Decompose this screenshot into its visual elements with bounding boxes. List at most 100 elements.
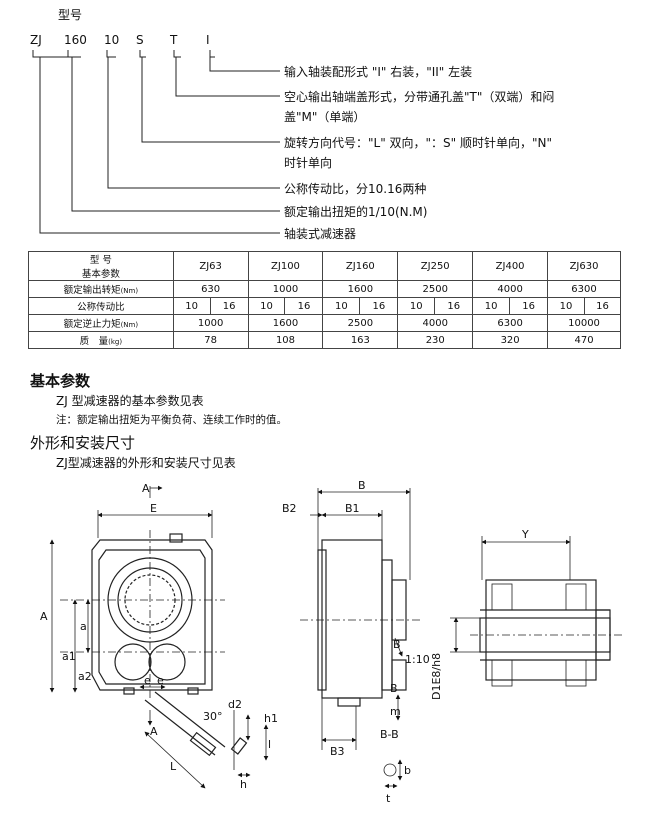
table-cell: 1600	[322, 280, 399, 298]
label-b-section: B	[393, 638, 401, 651]
table-cell: 10	[472, 297, 511, 315]
label-e-right: e	[157, 674, 164, 687]
parameter-table: 型 号 基本参数 ZJ63 ZJ100 ZJ160 ZJ250 ZJ400 ZJ…	[28, 251, 622, 349]
table-cell: 6300	[547, 280, 621, 298]
label-a-height: A	[40, 610, 48, 623]
label-m: m	[390, 705, 401, 718]
section-dimensions-text: ZJ型减速器的外形和安装尺寸见表	[56, 456, 236, 470]
code-part-series: ZJ	[30, 33, 42, 47]
code-desc-ratio: 公称传动比，分10.16两种	[284, 182, 427, 196]
label-b-vertical: B	[390, 682, 398, 695]
code-part-torque: 160	[64, 33, 87, 47]
label-b3: B3	[330, 745, 345, 758]
table-cell: 470	[547, 331, 621, 349]
section-basic-params-text: ZJ 型减速器的基本参数见表	[56, 394, 204, 408]
table-cell: 10	[547, 297, 585, 315]
code-part-input: I	[206, 33, 210, 47]
table-cell: 1000	[247, 280, 324, 298]
table-cell: 2500	[322, 314, 399, 332]
table-cell: 1600	[247, 314, 324, 332]
code-desc-rotation: 旋转方向代号："L" 双向，"：S" 顺时针单向，"N"	[284, 136, 553, 150]
front-view-dimensions	[49, 485, 269, 789]
table-cell: 10	[322, 297, 361, 315]
label-angle: 30°	[203, 710, 223, 723]
table-header-row: 型 号 基本参数 ZJ63 ZJ100 ZJ160 ZJ250 ZJ400 ZJ…	[28, 251, 621, 281]
table-cell: 4000	[472, 280, 549, 298]
table-cell: 10	[172, 297, 211, 315]
row-label: 公称传动比	[28, 297, 174, 315]
row-label: 质 量(kg)	[28, 331, 174, 349]
label-d1: D1E8/h8	[430, 653, 443, 700]
section-view-dimensions	[450, 536, 571, 653]
model-cell: ZJ100	[247, 251, 324, 281]
label-h: h	[240, 778, 247, 791]
code-desc-series: 轴装式减速器	[284, 227, 357, 241]
label-a-arrow: A	[142, 482, 150, 495]
label-l-small: l	[268, 738, 271, 751]
table-cell: 1000	[172, 314, 249, 332]
section-dimensions-title: 外形和安装尺寸	[30, 434, 136, 452]
model-cell: ZJ400	[472, 251, 549, 281]
code-leader-lines	[32, 50, 280, 234]
label-b-b: B-B	[380, 728, 399, 741]
front-view-labels: A E A a a1 a2 e e A L 30° d2 h1 l h	[40, 482, 278, 791]
dimension-drawings: A E A a a1 a2 e e A L 30° d2 h1 l h	[40, 479, 625, 805]
table-row-mass: 质 量(kg) 78 108 163 230 320 470	[28, 331, 621, 349]
label-d2: d2	[228, 698, 242, 711]
table-cell: 163	[322, 331, 399, 349]
label-a-small: a	[80, 620, 87, 633]
row-label-text: 质 量	[79, 336, 109, 347]
header-corner-cell: 型 号 基本参数	[28, 251, 174, 281]
table-cell: 10000	[547, 314, 621, 332]
model-code-title: 型号	[58, 8, 83, 22]
table-cell: 2500	[397, 280, 474, 298]
code-desc-cover-type-cont: 盖"M"（单端）	[284, 110, 366, 124]
model-cell: ZJ63	[172, 251, 249, 281]
table-cell: 16	[583, 297, 622, 315]
table-row-backstop: 额定逆止力矩(Nm) 1000 1600 2500 4000 6300 1000…	[28, 314, 621, 332]
table-cell: 16	[509, 297, 549, 315]
code-part-rotation: S	[136, 33, 144, 47]
label-b-small: b	[404, 764, 411, 777]
table-cell: 78	[172, 331, 249, 349]
table-cell: 16	[284, 297, 324, 315]
section-basic-params-title: 基本参数	[30, 372, 91, 390]
model-cell: ZJ160	[322, 251, 399, 281]
row-label: 额定输出转矩(Nm)	[28, 280, 174, 298]
section-view	[470, 579, 625, 687]
section-view-labels: Y D1E8/h8	[430, 528, 529, 700]
label-taper: 1:10	[405, 653, 430, 666]
row-label-text: 额定逆止力矩	[63, 319, 121, 330]
model-cell: ZJ630	[547, 251, 621, 281]
row-unit: (Nm)	[120, 321, 139, 329]
header-model-label: 型 号	[89, 255, 112, 266]
table-cell: 320	[472, 331, 549, 349]
row-unit: (kg)	[108, 338, 123, 346]
code-desc-input-shaft: 输入轴装配形式 "I" 右装，"II" 左装	[284, 65, 473, 79]
label-b: B	[358, 479, 366, 492]
table-row-ratio: 公称传动比 10 16 10 16 10 16 10 16 10 16 10 1…	[28, 297, 622, 315]
side-view-dimensions	[310, 488, 411, 789]
table-row-torque: 额定输出转矩(Nm) 630 1000 1600 2500 4000 6300	[28, 280, 621, 298]
code-desc-torque: 额定输出扭矩的1/10(N.M)	[284, 205, 428, 219]
label-e: E	[150, 502, 157, 515]
table-cell: 10	[247, 297, 286, 315]
row-unit: (Nm)	[120, 287, 139, 295]
label-t: t	[386, 792, 391, 805]
row-label: 额定逆止力矩(Nm)	[28, 314, 174, 332]
label-h1: h1	[264, 712, 278, 725]
table-cell: 4000	[397, 314, 474, 332]
label-l: L	[170, 760, 177, 773]
table-cell: 6300	[472, 314, 549, 332]
table-cell: 16	[359, 297, 399, 315]
code-desc-cover-type: 空心输出轴端盖形式，分带通孔盖"T"（双端）和闷	[284, 90, 555, 104]
table-cell: 630	[172, 280, 249, 298]
label-e-left: e	[144, 674, 151, 687]
side-view-labels: B B1 B2 B 1:10 B m B3 B-B b t	[282, 479, 430, 805]
label-a-view: A	[150, 725, 158, 738]
label-y: Y	[521, 528, 529, 541]
section-basic-params-note: 注：额定输出扭矩为平衡负荷、连续工作时的值。	[56, 414, 287, 426]
table-cell: 108	[247, 331, 324, 349]
table-cell: 230	[397, 331, 474, 349]
code-desc-rotation-cont: 时针单向	[284, 156, 333, 170]
